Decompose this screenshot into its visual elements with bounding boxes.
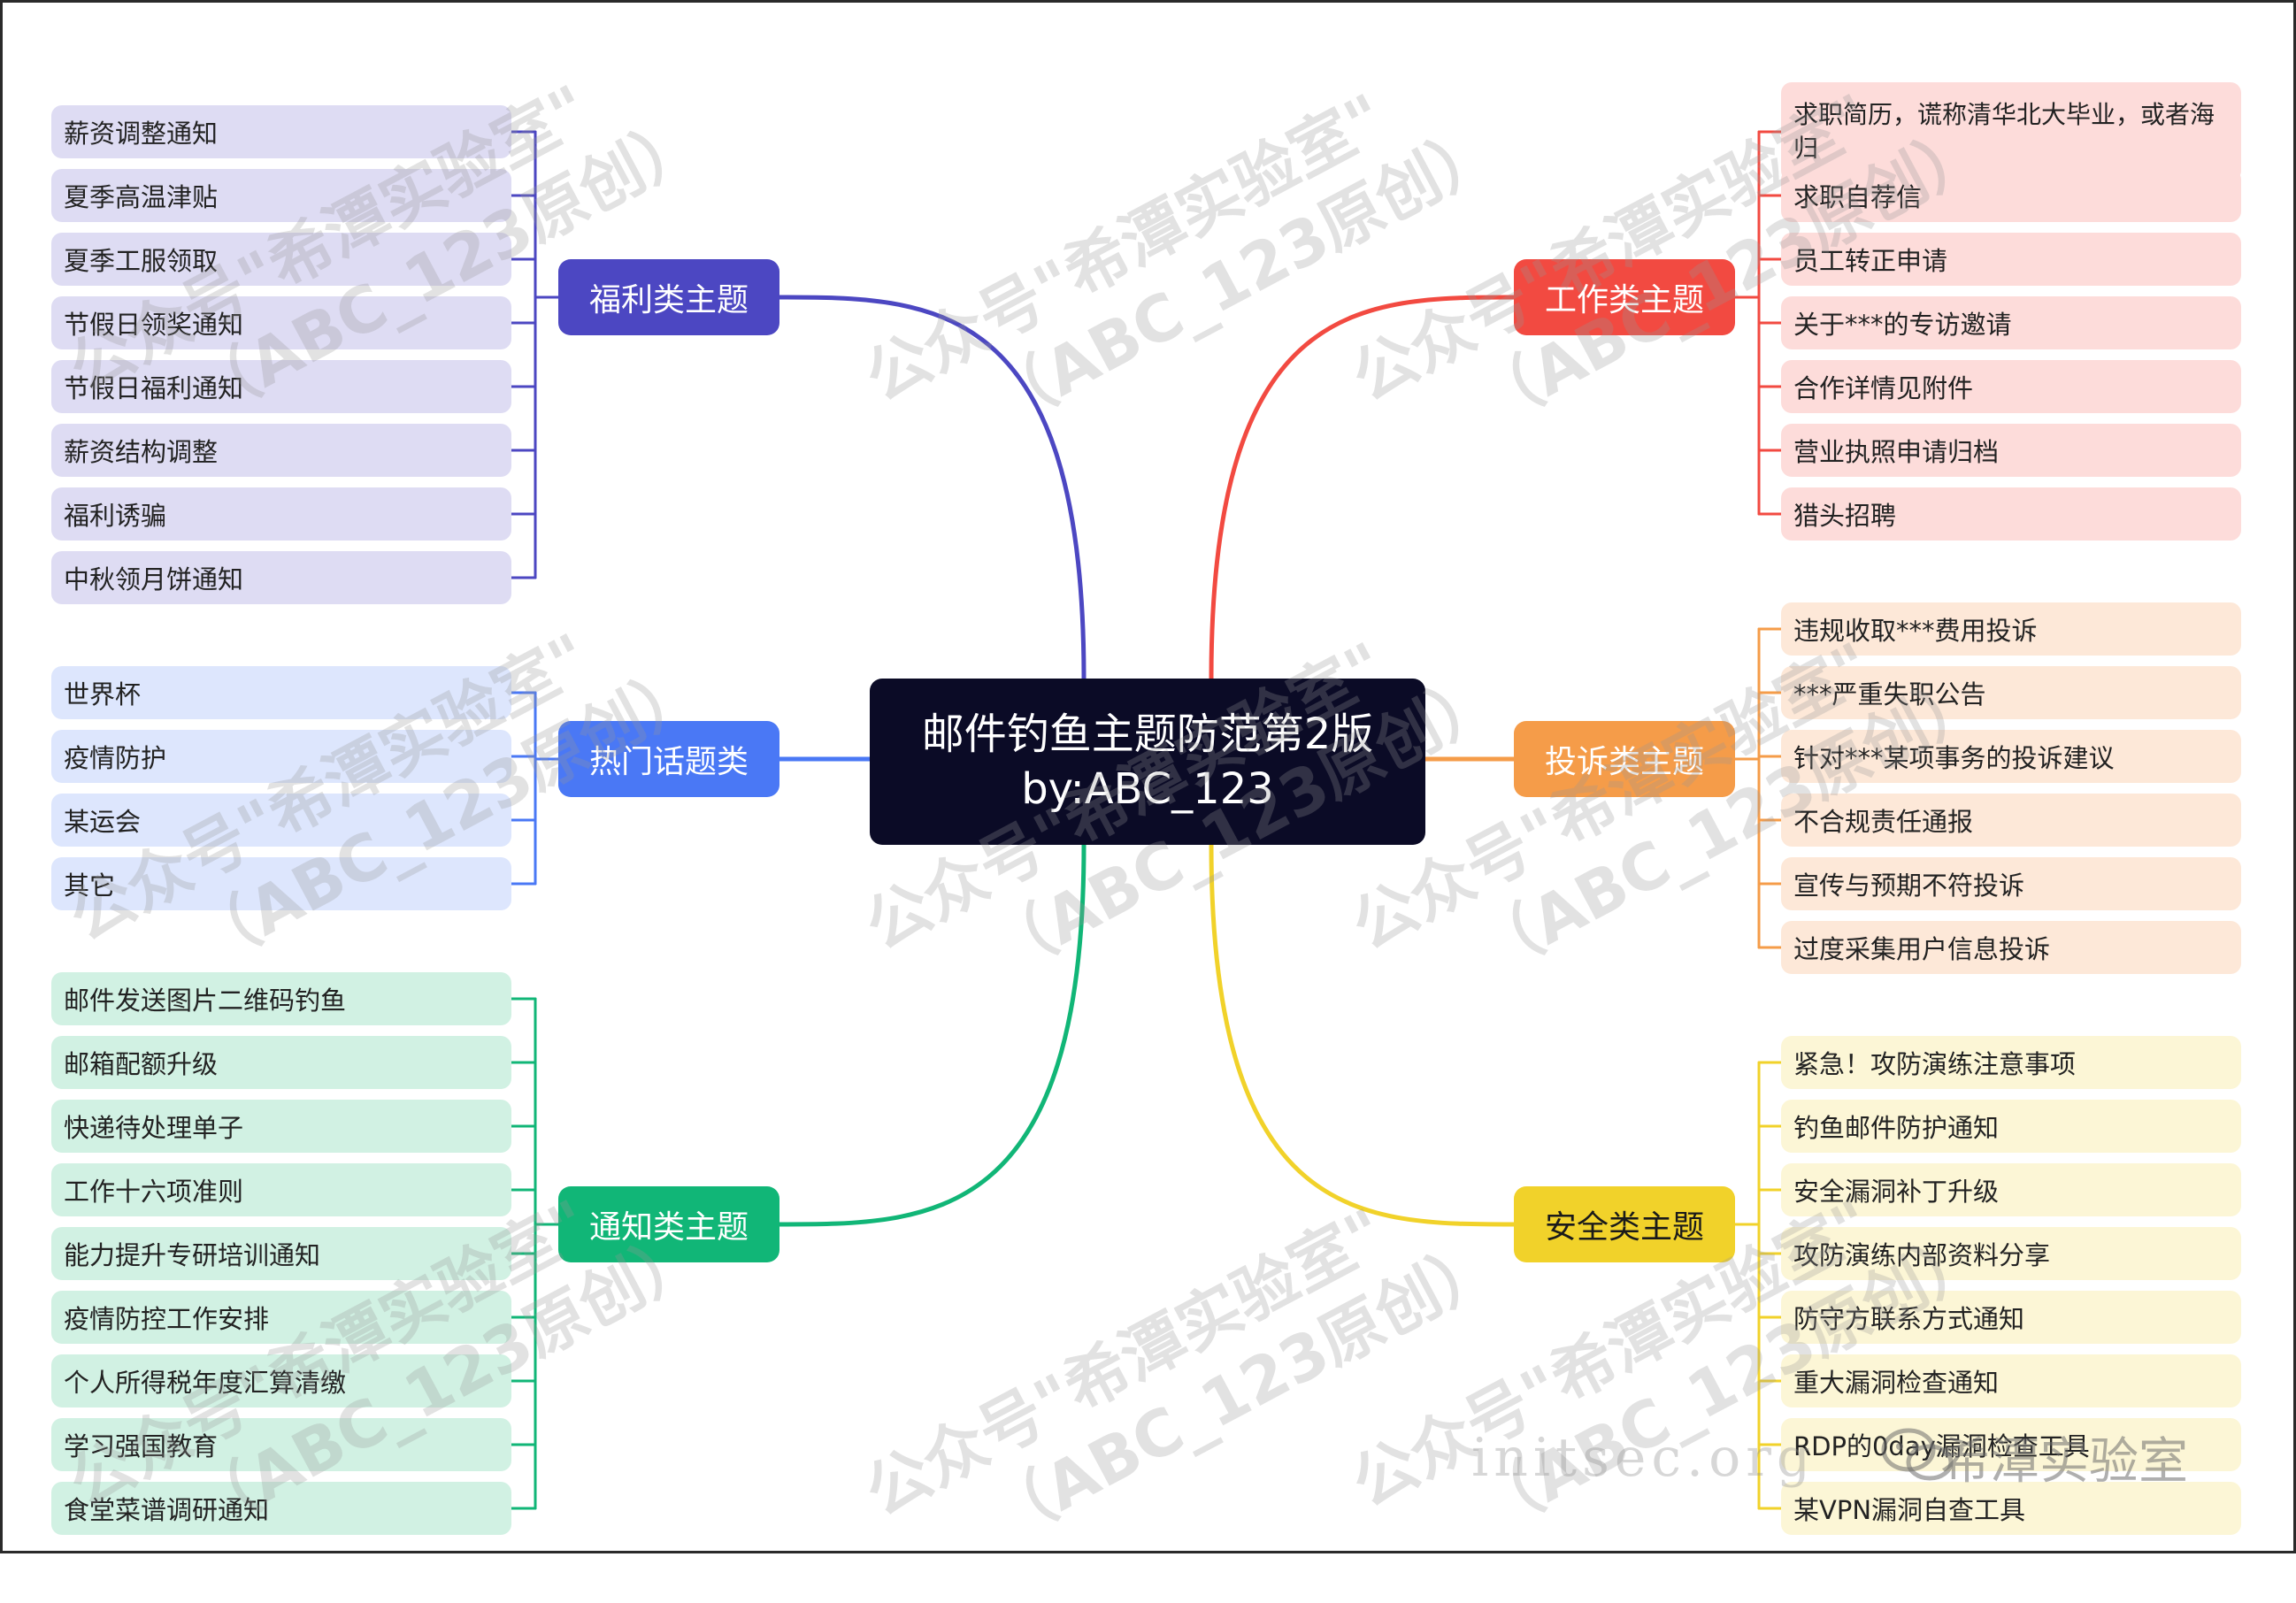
central-topic[interactable]: 邮件钓鱼主题防范第2版 by:ABC_123 (870, 679, 1425, 845)
leaf-hot[interactable]: 疫情防护 (51, 730, 511, 783)
leaf-security[interactable]: RDP的0day漏洞检查工具 (1781, 1418, 2241, 1471)
leaf-security[interactable]: 防守方联系方式通知 (1781, 1291, 2241, 1344)
leaf-complaint[interactable]: 宣传与预期不符投诉 (1781, 857, 2241, 910)
connector-center-work (1209, 295, 1517, 681)
leaf-security[interactable]: 安全漏洞补丁升级 (1781, 1163, 2241, 1216)
leaf-notice[interactable]: 学习强国教育 (51, 1418, 511, 1471)
topic-hot[interactable]: 热门话题类 (558, 721, 779, 797)
leaf-security[interactable]: 攻防演练内部资料分享 (1781, 1227, 2241, 1280)
leaf-work[interactable]: 求职自荐信 (1781, 169, 2241, 222)
leaf-security[interactable]: 重大漏洞检查通知 (1781, 1354, 2241, 1407)
leaf-notice[interactable]: 个人所得税年度汇算清缴 (51, 1354, 511, 1407)
leaf-welfare[interactable]: 薪资调整通知 (51, 105, 511, 158)
topic-notice[interactable]: 通知类主题 (558, 1186, 779, 1262)
leaf-welfare[interactable]: 夏季工服领取 (51, 233, 511, 286)
topic-complaint[interactable]: 投诉类主题 (1514, 721, 1735, 797)
leaf-hot[interactable]: 某运会 (51, 794, 511, 847)
leaf-complaint[interactable]: 不合规责任通报 (1781, 794, 2241, 847)
wechat-icon (1881, 1428, 1954, 1481)
footer-brand-watermark: 希潭实验室 (1940, 1433, 2188, 1491)
leaf-security[interactable]: 紧急！攻防演练注意事项 (1781, 1036, 2241, 1089)
leaf-notice[interactable]: 邮件发送图片二维码钓鱼 (51, 972, 511, 1025)
leaf-notice[interactable]: 食堂菜谱调研通知 (51, 1482, 511, 1535)
leaf-complaint[interactable]: 违规收取***费用投诉 (1781, 602, 2241, 656)
leaf-work[interactable]: 合作详情见附件 (1781, 360, 2241, 413)
leaf-welfare[interactable]: 福利诱骗 (51, 487, 511, 541)
leaf-work[interactable]: 关于***的专访邀请 (1781, 296, 2241, 349)
topic-work[interactable]: 工作类主题 (1514, 259, 1735, 335)
leaf-hot[interactable]: 世界杯 (51, 666, 511, 719)
leaf-notice[interactable]: 工作十六项准则 (51, 1163, 511, 1216)
central-topic-author: by:ABC_123 (1021, 764, 1274, 814)
connector-center-notice (777, 842, 1087, 1227)
leaf-welfare[interactable]: 夏季高温津贴 (51, 169, 511, 222)
leaf-welfare[interactable]: 薪资结构调整 (51, 424, 511, 477)
central-topic-title: 邮件钓鱼主题防范第2版 (921, 709, 1374, 759)
leaf-complaint[interactable]: ***严重失职公告 (1781, 666, 2241, 719)
leaf-work[interactable]: 营业执照申请归档 (1781, 424, 2241, 477)
leaf-security[interactable]: 某VPN漏洞自查工具 (1781, 1482, 2241, 1535)
topic-security[interactable]: 安全类主题 (1514, 1186, 1735, 1262)
leaf-welfare[interactable]: 中秋领月饼通知 (51, 551, 511, 604)
leaf-complaint[interactable]: 针对***某项事务的投诉建议 (1781, 730, 2241, 783)
leaf-welfare[interactable]: 节假日领奖通知 (51, 296, 511, 349)
leaf-hot[interactable]: 其它 (51, 857, 511, 910)
leaf-notice[interactable]: 快递待处理单子 (51, 1100, 511, 1153)
connector-center-security (1209, 842, 1517, 1227)
leaf-complaint[interactable]: 过度采集用户信息投诉 (1781, 921, 2241, 974)
footer-site-watermark: initsec.org (1471, 1427, 1816, 1489)
leaf-work[interactable]: 猎头招聘 (1781, 487, 2241, 541)
leaf-welfare[interactable]: 节假日福利通知 (51, 360, 511, 413)
leaf-work[interactable]: 求职简历，谎称清华北大毕业，或者海归 (1781, 82, 2241, 181)
mindmap-canvas: 邮件钓鱼主题防范第2版 by:ABC_123 福利类主题 薪资调整通知夏季高温津贴… (0, 0, 2296, 1555)
connector-center-welfare (777, 295, 1087, 681)
leaf-notice[interactable]: 能力提升专研培训通知 (51, 1227, 511, 1280)
topic-welfare[interactable]: 福利类主题 (558, 259, 779, 335)
leaf-work[interactable]: 员工转正申请 (1781, 233, 2241, 286)
leaf-notice[interactable]: 邮箱配额升级 (51, 1036, 511, 1089)
leaf-security[interactable]: 钓鱼邮件防护通知 (1781, 1100, 2241, 1153)
leaf-notice[interactable]: 疫情防控工作安排 (51, 1291, 511, 1344)
